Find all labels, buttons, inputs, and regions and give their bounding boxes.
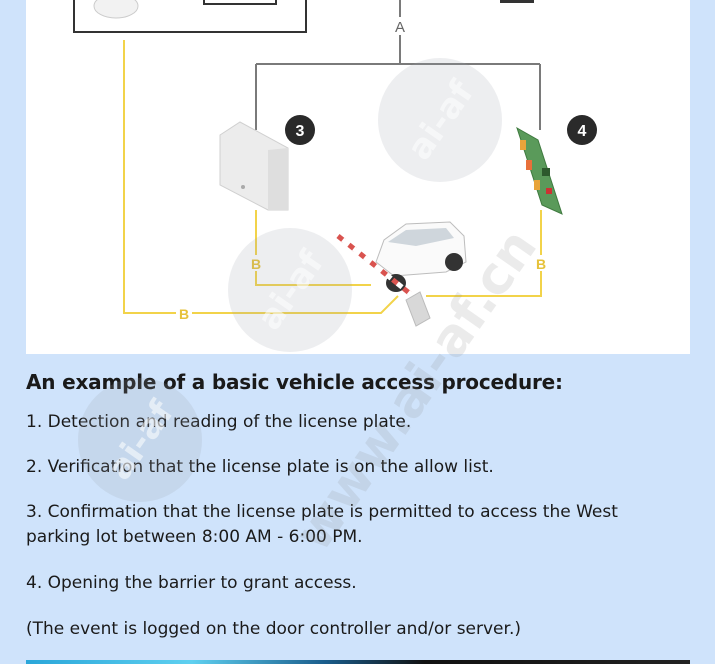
label-b-bg-2 [248,255,264,271]
barrier-icon [336,234,431,327]
camera-icon [93,0,139,19]
server-box [73,0,307,33]
badge-3-label: 3 [296,123,305,140]
procedure-heading: An example of a basic vehicle access pro… [26,370,563,394]
next-image-strip [26,660,690,664]
bracket-icon [203,0,277,5]
label-a: A [395,19,405,36]
label-a-bg [392,17,408,35]
label-b-3: B [536,256,546,272]
step-3: 3. Confirmation that the license plate i… [26,502,618,547]
diagram-svg: A B B B 3 4 [73,0,597,327]
label-b-1: B [179,306,189,322]
network-diagram: A B B B 3 4 [26,0,690,354]
top-right-device [500,0,534,3]
car-icon [375,221,467,292]
cable-b-board [426,210,542,297]
step-4: 4. Opening the barrier to grant access. [26,573,357,593]
badge-3 [285,115,315,145]
step-1: 1. Detection and reading of the license … [26,412,412,432]
label-b-bg-3 [533,255,549,271]
door-controller-icon [219,121,289,211]
step-2: 2. Verification that the license plate i… [26,457,494,477]
watermark-circle-3 [78,378,202,502]
event-note: (The event is logged on the door control… [26,619,521,639]
cable-b-controller [255,210,371,286]
label-b-2: B [251,256,261,272]
badge-4 [567,115,597,145]
cable-b-left [123,40,399,314]
badge-4-label: 4 [578,123,587,140]
label-b-bg-1 [176,305,192,321]
circuit-board-icon [516,126,563,215]
